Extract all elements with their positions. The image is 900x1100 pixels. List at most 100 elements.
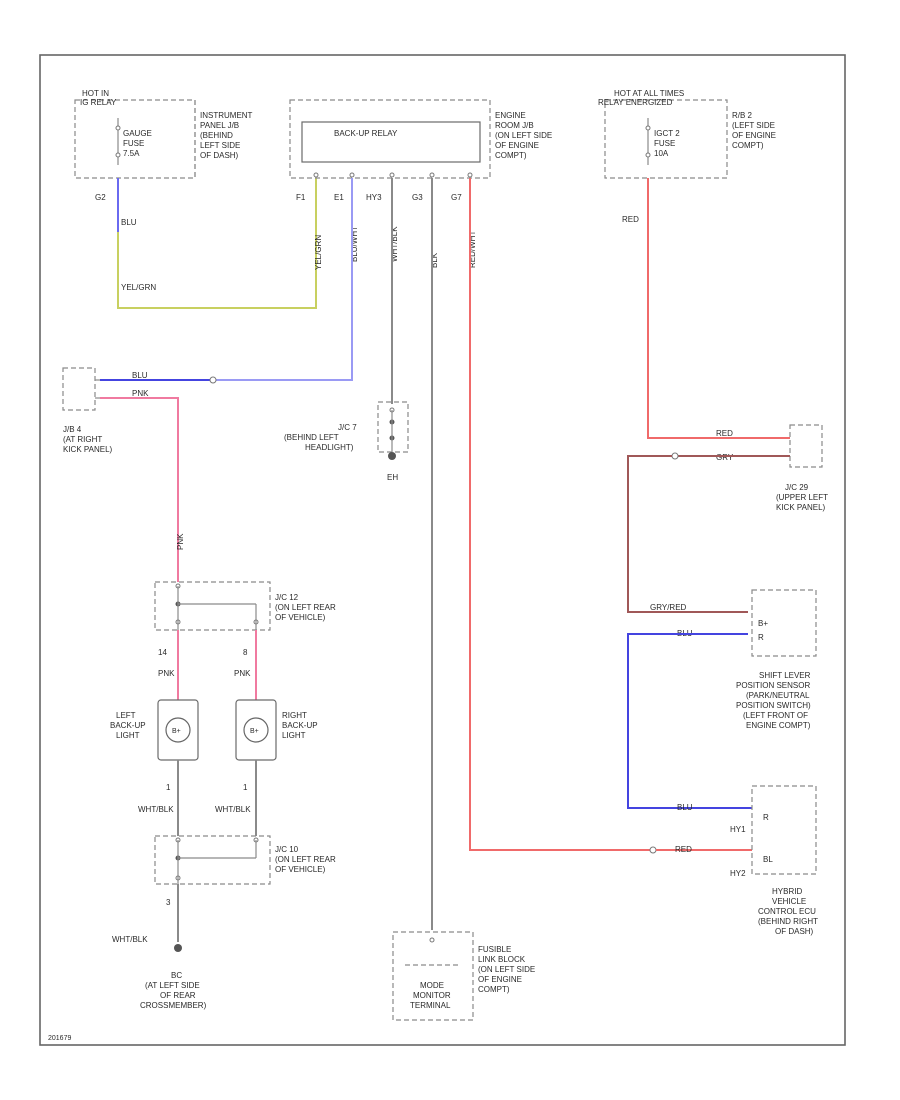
- jc12-label-3: OF VEHICLE): [275, 613, 326, 622]
- backup-relay-label: BACK-UP RELAY: [334, 129, 398, 138]
- ecu-label-3: CONTROL ECU: [758, 907, 816, 916]
- jc12-group: J/C 12 (ON LEFT REAR OF VEHICLE) 14 8: [154, 581, 336, 657]
- wire-gry-red-b: [627, 455, 748, 613]
- jc7-label-2: (BEHIND LEFT: [284, 433, 339, 442]
- wire-gauge-yellow-green: [117, 178, 317, 309]
- ecu-pin-bl-label: BL: [763, 855, 773, 864]
- fuse-right-type: FUSE: [654, 139, 675, 148]
- panel-jb-label-5: OF DASH): [200, 151, 239, 160]
- wire-pnk-left-label: PNK: [158, 669, 175, 678]
- sensor-pin-r-label: R: [758, 633, 764, 642]
- wire-wht-blk-left-label: WHT/BLK: [138, 805, 174, 814]
- pin-g3-label: G3: [412, 193, 423, 202]
- ground-eh-label: EH: [387, 473, 398, 482]
- engine-room-jb-box: [289, 99, 491, 179]
- diagram-frame: [39, 54, 846, 1046]
- ground-bc-symbol: [174, 944, 182, 952]
- mode-monitor-label-2: MONITOR: [413, 991, 451, 1000]
- jc10-box: [154, 835, 271, 885]
- wire-f1-label: YEL/GRN: [314, 235, 323, 270]
- pin-hy1-label: HY1: [730, 825, 746, 834]
- wire-gauge-yel-grn-label: YEL/GRN: [121, 283, 156, 292]
- jc10-label-1: J/C 10: [275, 845, 299, 854]
- rb2-box: [604, 99, 728, 179]
- wire-red-right-label: RED: [622, 215, 639, 224]
- svg-text:B+: B+: [250, 728, 259, 735]
- engine-room-label-5: COMPT): [495, 151, 527, 160]
- backup-relay: [301, 121, 481, 163]
- svg-text:B+: B+: [172, 728, 181, 735]
- pin-1-left-label: 1: [166, 783, 171, 792]
- fusible-label-5: COMPT): [478, 985, 510, 994]
- wire-g3-label: BLK: [430, 252, 439, 268]
- panel-jb-label-3: (BEHIND: [200, 131, 233, 140]
- fuse-left-terminal-bottom: [115, 152, 121, 158]
- jc29-label-3: KICK PANEL): [776, 503, 826, 512]
- fusible-label-4: OF ENGINE: [478, 975, 522, 984]
- wire-g7-red: [469, 178, 650, 851]
- panel-jb-label-2: PANEL J/B: [200, 121, 239, 130]
- hot-ig-label: HOT IN: [82, 89, 109, 98]
- pin-hy2-label: HY2: [730, 869, 746, 878]
- sensor-label-5: (LEFT FRONT OF: [743, 711, 808, 720]
- wire-hy3-label: WHT/BLK: [390, 226, 399, 262]
- ecu-pin-r-label: R: [763, 813, 769, 822]
- jc12-box: [154, 581, 271, 631]
- figure-id: 201679: [48, 1035, 71, 1042]
- wire-jc29-red-label: RED: [716, 429, 733, 438]
- ground-bc-label-3: OF REAR: [160, 991, 196, 1000]
- sensor-label-4: POSITION SWITCH): [736, 701, 811, 710]
- wire-g7-label: RED/WHT: [468, 231, 477, 268]
- pin-g2-label: G2: [95, 193, 106, 202]
- fuse-left-terminal-top: [115, 125, 121, 131]
- left-backup-light: B+ LEFT BACK-UP LIGHT: [110, 699, 199, 761]
- jc7-group: J/C 7 (BEHIND LEFT HEADLIGHT) EH: [284, 401, 409, 482]
- fuse-left-type: FUSE: [123, 139, 144, 148]
- fusible-link-block-box: [392, 931, 474, 1021]
- fusible-label-1: FUSIBLE: [478, 945, 511, 954]
- pin-8-label: 8: [243, 648, 248, 657]
- fuse-left-amp: 7.5A: [123, 149, 140, 158]
- ground-eh-symbol: [388, 452, 396, 460]
- jc29-box: [789, 424, 823, 468]
- jc10-label-3: OF VEHICLE): [275, 865, 326, 874]
- ecu-label-5: OF DASH): [775, 927, 814, 936]
- right-backup-label-2: BACK-UP: [282, 721, 318, 730]
- sensor-label-1: SHIFT LEVER: [759, 671, 811, 680]
- wire-igct-red: [647, 178, 790, 439]
- wire-jb4-blu-label: BLU: [132, 371, 148, 380]
- ecu-label-2: VEHICLE: [772, 897, 806, 906]
- engine-room-label-1: ENGINE: [495, 111, 526, 120]
- engine-room-label-2: ROOM J/B: [495, 121, 534, 130]
- ground-bc-label-2: (AT LEFT SIDE: [145, 981, 200, 990]
- wire-pnk-vert-label: PNK: [176, 533, 185, 550]
- pin-f1-label: F1: [296, 193, 306, 202]
- sensor-label-6: ENGINE COMPT): [746, 721, 811, 730]
- jc10-group: J/C 10 (ON LEFT REAR OF VEHICLE) 3: [154, 835, 336, 907]
- wire-sensor-ecu-blue: [627, 633, 752, 809]
- pin-1-right-label: 1: [243, 783, 248, 792]
- sensor-pin-b-label: B+: [758, 619, 768, 628]
- ecu-label-1: HYBRID: [772, 887, 802, 896]
- engine-room-jb-group: BACK-UP RELAY ENGINE ROOM J/B (ON LEFT S…: [289, 99, 552, 202]
- instrument-panel-jb-box: [74, 99, 196, 179]
- wire-jc29-gry-label: GRY: [716, 453, 734, 462]
- pin-14-label: 14: [158, 648, 167, 657]
- sensor-label-2: POSITION SENSOR: [736, 681, 810, 690]
- jc29-label-2: (UPPER LEFT: [776, 493, 828, 502]
- hot-always-label-2: RELAY ENERGIZED: [598, 98, 673, 107]
- wire-e1-blue: [100, 178, 353, 381]
- pin-e1-label: E1: [334, 193, 344, 202]
- right-backup-light: B+ RIGHT BACK-UP LIGHT: [235, 699, 318, 761]
- jb4-label-2: (AT RIGHT: [63, 435, 102, 444]
- jc7-label-1: J/C 7: [338, 423, 357, 432]
- wire-blu-ecu-label: BLU: [677, 803, 693, 812]
- left-backup-label-1: LEFT: [116, 711, 136, 720]
- jc12-label-2: (ON LEFT REAR: [275, 603, 336, 612]
- wire-pnk-right-label: PNK: [234, 669, 251, 678]
- jb4-box: [62, 367, 96, 411]
- wire-red-ecu-label: RED: [675, 845, 692, 854]
- wire-jb4-pnk-label: PNK: [132, 389, 149, 398]
- pin-hy3-label: HY3: [366, 193, 382, 202]
